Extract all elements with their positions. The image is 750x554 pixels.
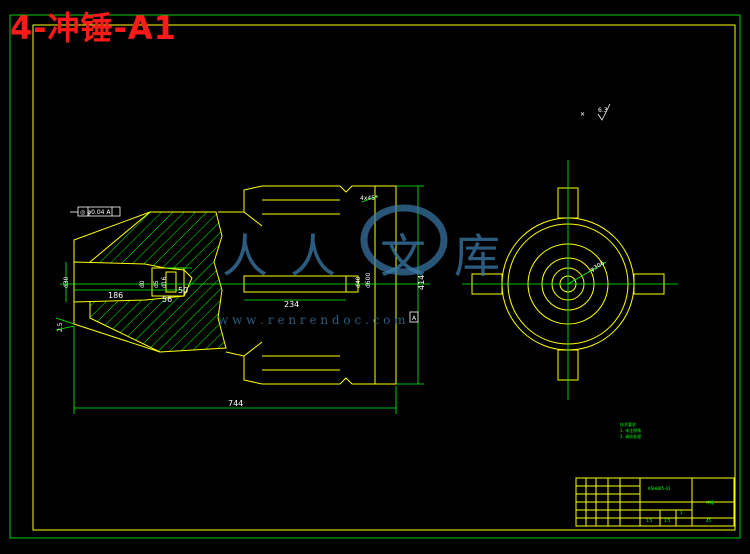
tolerance-text: ◎ φ0.04 A: [80, 209, 111, 216]
dim-chamfer: 4x45°: [360, 195, 378, 202]
dim-d5: d5: [153, 280, 160, 288]
datum-label: A: [412, 315, 417, 322]
roughness-mark: ✕: [580, 111, 585, 118]
front-view: [55, 185, 430, 414]
angle-leader-2: [55, 325, 75, 331]
watermark-logo-icon: [360, 204, 448, 276]
body-step-2: [243, 341, 263, 357]
side-view: [462, 160, 678, 400]
watermark-url: w w w . r e n r e n d o c . c o m: [218, 313, 406, 327]
chamfer-leader: [361, 195, 379, 203]
body-step: [243, 211, 263, 227]
watermark-char-1: 人: [222, 229, 268, 283]
dim-234: 234: [284, 300, 299, 309]
datum-box: [409, 311, 419, 323]
dim-d0: d0: [139, 280, 146, 288]
outer-border: [9, 14, 741, 539]
roughness-top: 6.3: [598, 107, 608, 114]
watermark-char-3: 文: [380, 229, 426, 283]
dim-50: 50: [178, 286, 188, 295]
tolerance-frame: [70, 206, 121, 217]
side-dim-leader: [567, 261, 607, 285]
dim-744: 744: [228, 399, 243, 408]
dim-186: 186: [108, 291, 123, 300]
notes-heading: 技术要求: [620, 421, 636, 427]
inner-bore: [73, 261, 193, 303]
roughness-symbol-icon: [597, 103, 611, 121]
inner-border: [32, 24, 736, 531]
title-block-material: 45: [706, 518, 712, 523]
dim-56: 56: [162, 295, 172, 304]
flange-outline: [375, 185, 397, 385]
title-block-ratio: 1:5: [664, 518, 671, 523]
title-block-scale: 1:5: [646, 518, 653, 523]
dim-d30: d30: [63, 276, 70, 288]
drawing-title: 4-冲锤-A1: [10, 9, 177, 47]
notes-line-2: 2. 调质处理: [620, 433, 641, 439]
side-view-diameter: φ306: [589, 260, 606, 274]
title-block: [575, 477, 735, 527]
dim-414: 414: [417, 275, 426, 290]
title-block-name: 冲锤: [706, 499, 714, 505]
notes-line-1: 1. 未注倒角: [620, 427, 641, 433]
watermark-char-2: 人: [290, 229, 336, 283]
dim-d40: d40: [355, 276, 362, 288]
watermark-char-4: 库: [454, 229, 500, 283]
dim-angle: 2.5: [57, 322, 64, 332]
dim-d16: d16: [161, 276, 168, 288]
angle-leader: [55, 317, 75, 325]
body-outline: [218, 185, 376, 385]
dim-d600: d600: [365, 273, 372, 288]
title-block-sheet: 1: [680, 510, 683, 515]
title-block-part-no: KSHB85-01: [648, 486, 671, 491]
